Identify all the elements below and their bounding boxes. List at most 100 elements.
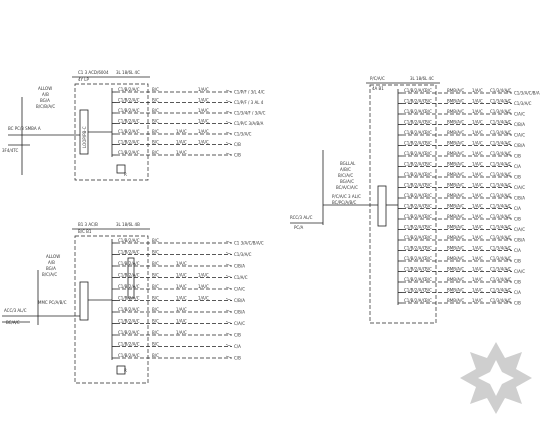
circuit-a-label: B/C: [152, 108, 159, 113]
circuit-id-label: C1/B/2/A/C: [404, 161, 426, 166]
circuit-a-label: B/C: [425, 151, 432, 156]
circuit-b-label: 1/A/C: [176, 330, 187, 335]
circuit-arrow: [505, 153, 513, 157]
circuit-d-label: C1/3/4/A/C: [490, 224, 512, 229]
circuit-id-label: C1/B/2/A/C: [404, 172, 426, 177]
panel-a-tag: 4Y LP: [78, 77, 89, 82]
circuit-c-label: 1/A/C: [198, 139, 209, 144]
circuit-arrow: [505, 227, 513, 230]
circuit-b-label: BMB/A/C: [447, 214, 464, 219]
circuit-a-label: B/C: [425, 119, 432, 124]
circuit-destination-label: C/A/C: [514, 112, 525, 117]
circuit-id-label: C1/B/2/A/C: [118, 118, 140, 123]
circuit-destination-label: C1/3/A/C: [234, 132, 252, 137]
circuit-d-label: C1/3/4/A/C: [490, 88, 512, 93]
panel-b-distribution-box: B1 3 AC/B 3L 18/6L 4B B/C B1 ALLOW A/B B…: [2, 222, 264, 384]
circuit-c-label: 1/A/C: [472, 151, 483, 156]
circuit-b-label: BMB/A/C: [447, 277, 464, 282]
circuit-d-label: C1/3/4/A/C: [490, 140, 512, 145]
circuit-id-label: C1/B/2/A/C: [404, 193, 426, 198]
panel-a-feed-label: BC PC/3 SMBA A: [8, 126, 41, 131]
circuit-id-label: C1/B/2/A/C: [118, 261, 140, 266]
panel-a-note-3: BG/A: [40, 98, 50, 103]
circuit-destination-label: C/A/C: [514, 269, 525, 274]
circuit-arrow: [505, 269, 513, 272]
circuit-id-label: C1/B/2/A/C: [404, 224, 426, 229]
circuit-arrow: [505, 195, 513, 199]
circuit-a-label: B/C: [152, 118, 159, 123]
circuit-arrow: [225, 89, 233, 93]
circuit-b-label: BMB/A/C: [447, 119, 464, 124]
circuit-id-label: C1/B/2/A/C: [118, 238, 140, 243]
circuit-a-label: B/C: [425, 161, 432, 166]
circuit-id-label: C1/B/2/A/C: [118, 307, 140, 312]
circuit-arrow: [225, 332, 233, 336]
circuit-d-label: C1/3/4/A/C: [490, 203, 512, 208]
circuit-arrow: [225, 309, 233, 313]
panel-b-note-3: BG/A: [46, 266, 56, 271]
panel-b-input-note: ACC/3 AL/C: [4, 308, 27, 313]
circuit-c-label: 1/A/C: [198, 129, 209, 134]
circuit-arrow: [505, 90, 513, 94]
circuit-d-label: C1/3/4/A/C: [490, 298, 512, 303]
circuit-id-label: C1/B/2/A/C: [404, 98, 426, 103]
circuit-arrow: [505, 300, 513, 304]
circuit-arrow: [225, 355, 233, 359]
panel-a-side-text: LOOP/PB-C: [82, 126, 87, 148]
circuit-arrow: [225, 100, 233, 103]
circuit-arrow: [505, 111, 513, 115]
circuit-d-label: C1/3/4/A/C: [490, 130, 512, 135]
circuit-c-label: 1/A/C: [472, 266, 483, 271]
circuit-a-label: B/C: [425, 109, 432, 114]
circuit-d-label: C1/3/4/A/C: [490, 109, 512, 114]
circuit-b-label: BMB/A/C: [447, 256, 464, 261]
circuit-destination-label: C/B: [514, 259, 521, 264]
circuit-arrow: [505, 248, 513, 251]
circuit-a-label: B/C: [425, 245, 432, 250]
circuit-destination-label: C/A/C: [514, 227, 525, 232]
circuit-arrow: [225, 131, 233, 135]
circuit-arrow: [225, 240, 233, 244]
circuit-a-label: B/C: [152, 284, 159, 289]
panel-c-input-note: RCC/3 AL/C: [290, 215, 313, 220]
circuit-arrow: [505, 290, 513, 293]
circuit-destination-label: C/B: [514, 280, 521, 285]
circuit-a-label: B/C: [152, 330, 159, 335]
circuit-destination-label: C/B: [234, 333, 241, 338]
circuit-b-label: BMB/A/C: [447, 298, 464, 303]
circuit-b-label: 1/A/C: [176, 284, 187, 289]
circuit-d-label: C1/3/4/A/C: [490, 172, 512, 177]
circuit-arrow: [225, 321, 233, 324]
circuit-destination-label: C1/3/A/C: [514, 101, 532, 106]
circuit-id-label: C1/B/2/A/C: [404, 287, 426, 292]
circuit-arrow: [505, 132, 513, 136]
panel-c-note-5: BC/A/C/A/C: [336, 185, 358, 190]
circuit-a-label: B/C: [152, 353, 159, 358]
circuit-b-label: BMB/A/C: [447, 140, 464, 145]
circuit-c-label: 1/A/C: [472, 298, 483, 303]
circuit-destination-label: C1/3/4/F / 3/A/C: [234, 111, 266, 116]
circuit-c-label: 1/A/C: [472, 287, 483, 292]
circuit-a-label: B/C: [425, 193, 432, 198]
panel-c-main-breaker: [377, 185, 387, 227]
circuit-destination-label: C/B/A: [514, 238, 525, 243]
circuit-id-label: C1/B/2/A/C: [118, 129, 140, 134]
circuit-id-label: C1/B/2/A/C: [118, 272, 140, 277]
circuit-destination-label: C/A: [514, 164, 521, 169]
circuit-b-label: 1/A/C: [176, 139, 187, 144]
circuit-arrow: [225, 286, 233, 290]
panel-a-bottom-note: R: [124, 172, 127, 177]
